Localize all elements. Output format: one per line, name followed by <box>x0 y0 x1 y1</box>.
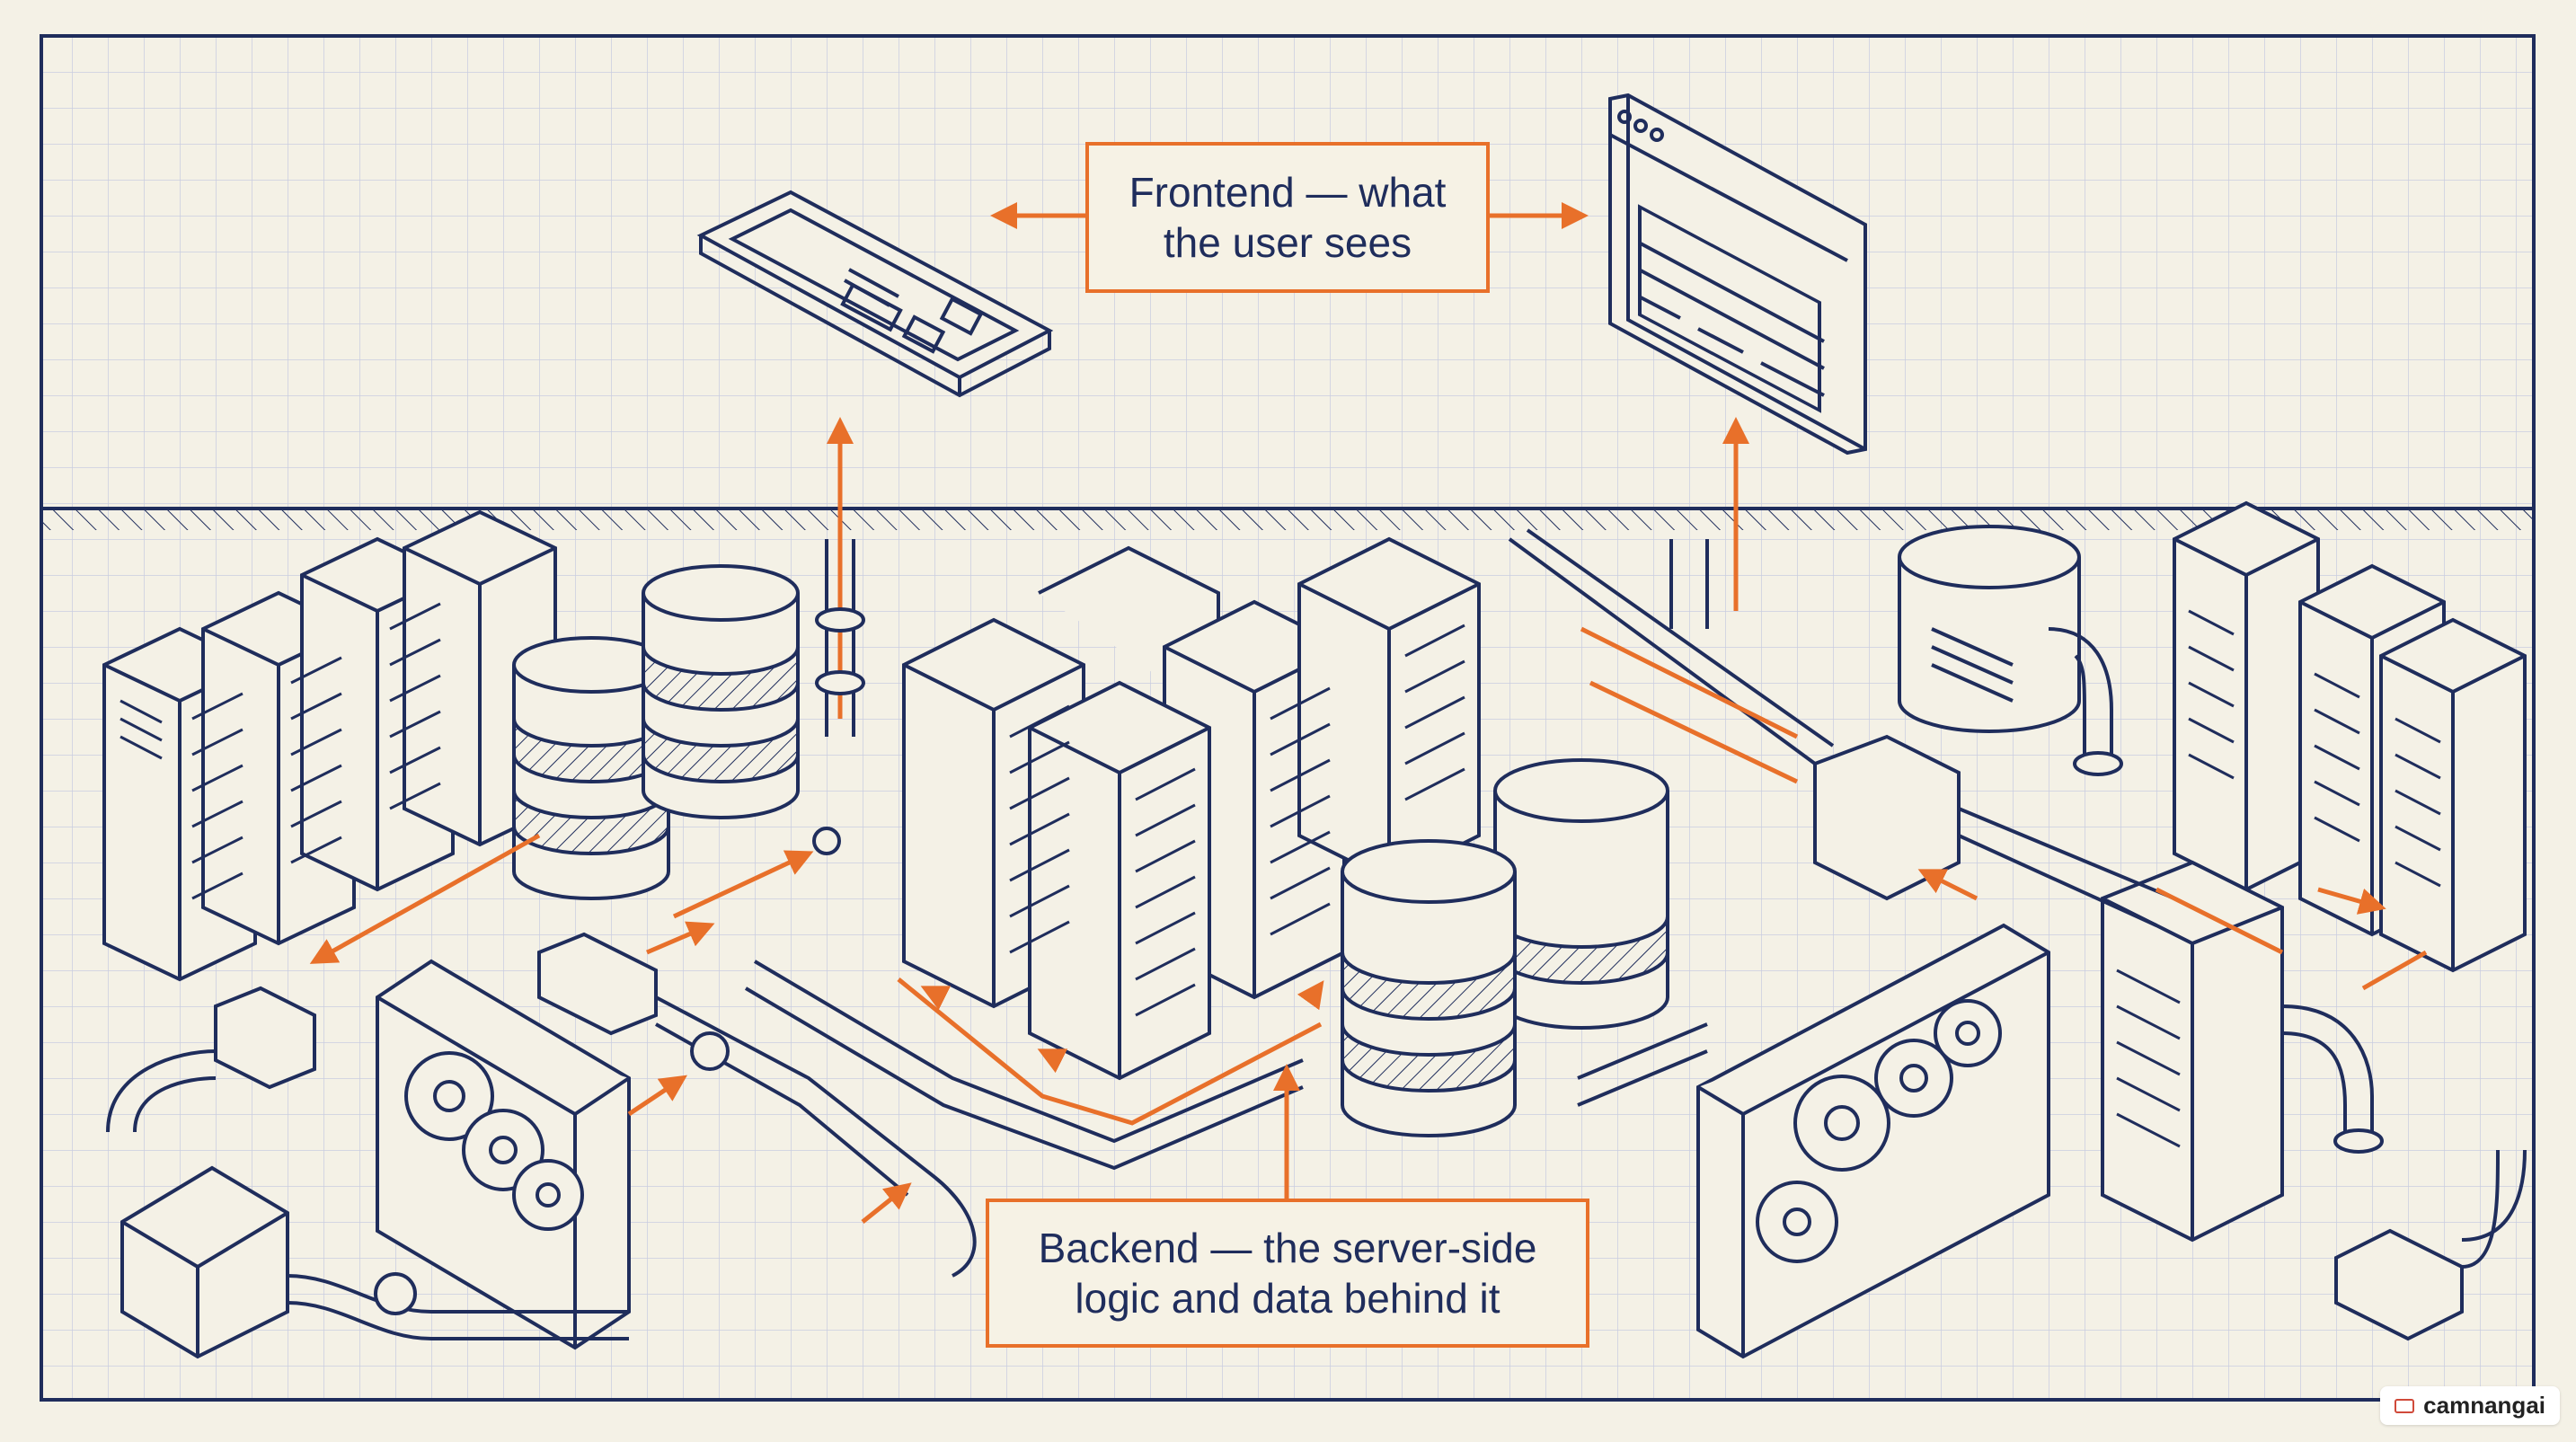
watermark: camnangai <box>2380 1386 2560 1425</box>
backend-flow-arrows <box>309 626 2428 1224</box>
outer-frame <box>40 34 2536 1402</box>
equipment-boxes <box>120 734 2464 1359</box>
browser-window-icon <box>1608 93 1867 456</box>
left-database-cylinders <box>512 564 800 900</box>
right-gearbox <box>1696 923 2050 1359</box>
watermark-text: camnangai <box>2423 1392 2545 1419</box>
frontend-arrows <box>827 202 1749 719</box>
frontend-label-line2: the user sees <box>1163 219 1412 266</box>
left-rack-slots <box>120 602 441 900</box>
phone-icon <box>696 190 1054 398</box>
center-server-racks <box>902 536 1481 1081</box>
book-icon <box>2395 1398 2415 1413</box>
right-storage-tank <box>1898 525 2081 733</box>
backend-label-line2: logic and data behind it <box>1075 1275 1500 1322</box>
pipe-flanges <box>374 607 2384 1315</box>
left-gearbox <box>376 959 631 1350</box>
frontend-label-line1: Frontend — what <box>1129 169 1447 216</box>
center-database-cylinders <box>1341 758 1669 1137</box>
right-rack-slots <box>2116 609 2441 1148</box>
right-server-racks <box>2101 500 2527 1243</box>
center-rack-slots <box>1009 624 1465 1017</box>
ground-hatch <box>41 509 2534 530</box>
pipes <box>106 528 2527 1340</box>
backend-label-line1: Backend — the server-side <box>1038 1225 1537 1271</box>
backend-label: Backend — the server-side logic and data… <box>986 1199 1589 1348</box>
frontend-label: Frontend — what the user sees <box>1085 142 1490 293</box>
